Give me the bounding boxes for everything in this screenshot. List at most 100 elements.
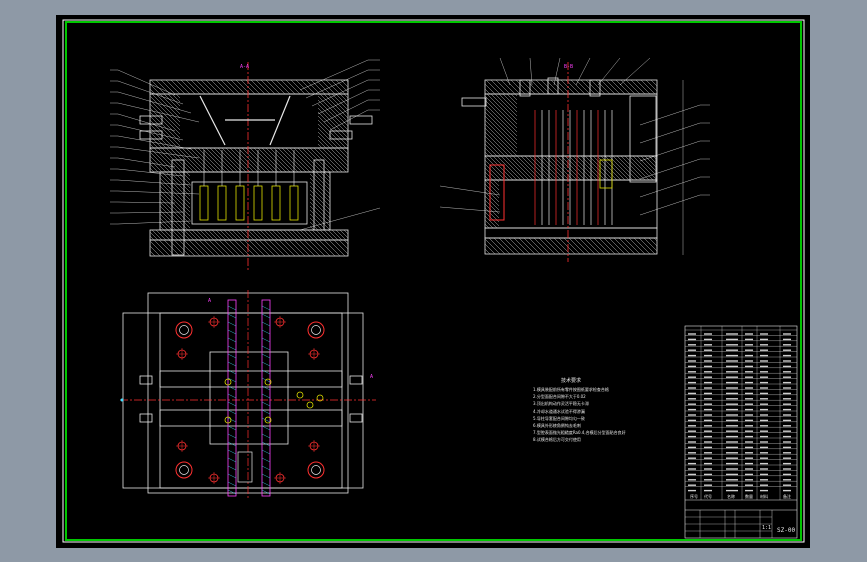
- hatch-line: [484, 135, 506, 157]
- left-hatch: [149, 79, 349, 257]
- hatch-line: [516, 155, 542, 181]
- hatch-line: [291, 229, 303, 241]
- hatch-line: [494, 93, 518, 117]
- hatch-line: [288, 239, 306, 257]
- hatch-line: [339, 93, 349, 103]
- hatch-line: [223, 229, 235, 241]
- hatch-line: [484, 115, 518, 149]
- rail-thread: [227, 449, 237, 455]
- hatch-line: [159, 209, 181, 231]
- hatch-line: [492, 155, 518, 181]
- hatch-line: [484, 119, 518, 153]
- hatch-line: [220, 79, 236, 95]
- hatch-line: [165, 147, 191, 173]
- hatch-line: [163, 229, 175, 241]
- hatch-line: [159, 217, 173, 231]
- hatch-line: [328, 239, 346, 257]
- hatch-line: [484, 139, 502, 157]
- hatch-line: [620, 79, 636, 95]
- hatch-line: [283, 229, 295, 241]
- hatch-line: [279, 229, 291, 241]
- leader-line: [117, 211, 184, 214]
- hatch-line: [500, 155, 526, 181]
- leader-line: [117, 220, 192, 225]
- hatch-line: [159, 205, 185, 231]
- hatch-line: [309, 217, 323, 231]
- leader-line: [317, 89, 369, 115]
- bom-header-name: 名称: [727, 494, 735, 499]
- hatch-line: [498, 237, 516, 255]
- hatch-line: [484, 211, 500, 227]
- leader-line: [311, 79, 369, 107]
- hatch-line: [243, 239, 261, 257]
- rail-thread: [261, 449, 271, 455]
- rail-thread: [261, 473, 271, 479]
- leader-line: [117, 146, 200, 159]
- hatch-line: [225, 147, 251, 173]
- hatch-line: [608, 237, 626, 255]
- hatch-line: [317, 103, 349, 135]
- hatch-line: [568, 237, 586, 255]
- rail-thread: [227, 473, 237, 479]
- hatch-line: [175, 93, 181, 99]
- hatch-line: [590, 79, 606, 95]
- hatch-line: [323, 171, 331, 179]
- hatch-line: [151, 93, 181, 123]
- bom-header-material: 材料: [760, 494, 768, 499]
- rail-thread: [227, 385, 237, 391]
- hatch-line: [167, 93, 181, 107]
- hatch-line: [309, 185, 331, 207]
- hatch-line: [636, 155, 658, 177]
- hatch-line: [645, 79, 658, 92]
- hatch-line: [484, 111, 518, 145]
- hatch-line: [616, 155, 642, 181]
- hatch-line: [171, 229, 183, 241]
- rail-thread: [261, 385, 271, 391]
- hatch-line: [149, 111, 181, 143]
- hatch-line: [484, 103, 518, 137]
- datum-marker: [120, 398, 124, 402]
- hatch-line: [175, 229, 187, 241]
- hatch-line: [638, 237, 656, 255]
- hatch-line: [630, 79, 646, 95]
- hatch-line: [504, 155, 530, 181]
- leader-line: [329, 109, 369, 131]
- leader-line: [305, 69, 369, 99]
- hatch-line: [484, 107, 518, 141]
- hatch-line: [303, 239, 321, 257]
- hatch-line: [498, 93, 518, 113]
- hatch-line: [308, 239, 326, 257]
- hatch-line: [179, 229, 191, 241]
- hatch-line: [238, 239, 256, 257]
- hatch-line: [159, 193, 191, 225]
- hatch-line: [149, 99, 181, 131]
- hatch-line: [153, 239, 171, 257]
- hatch-line: [510, 93, 518, 101]
- hatch-line: [610, 79, 626, 95]
- hatch-line: [343, 239, 349, 245]
- hatch-line: [317, 107, 349, 139]
- hatch-line: [553, 237, 571, 255]
- hatch-line: [177, 147, 203, 173]
- hatch-line: [339, 229, 349, 239]
- hatch-line: [513, 237, 531, 255]
- leader-line: [117, 168, 184, 177]
- hatch-line: [343, 93, 349, 99]
- hatch-line: [269, 147, 295, 173]
- hatch-line: [149, 135, 163, 149]
- rail-thread: [227, 465, 237, 471]
- hatch-line: [277, 147, 303, 173]
- angle-pin: [269, 95, 291, 146]
- hatch-line: [290, 79, 306, 95]
- hatch-line: [593, 237, 611, 255]
- hatch-line: [221, 147, 247, 173]
- guide-pin-circle: [179, 465, 189, 475]
- hatch-line: [508, 155, 534, 181]
- hatch-line: [181, 147, 207, 173]
- hatch-line: [515, 79, 531, 95]
- hatch-line: [210, 79, 226, 95]
- hatch-line: [578, 237, 596, 255]
- hatch-line: [309, 181, 331, 203]
